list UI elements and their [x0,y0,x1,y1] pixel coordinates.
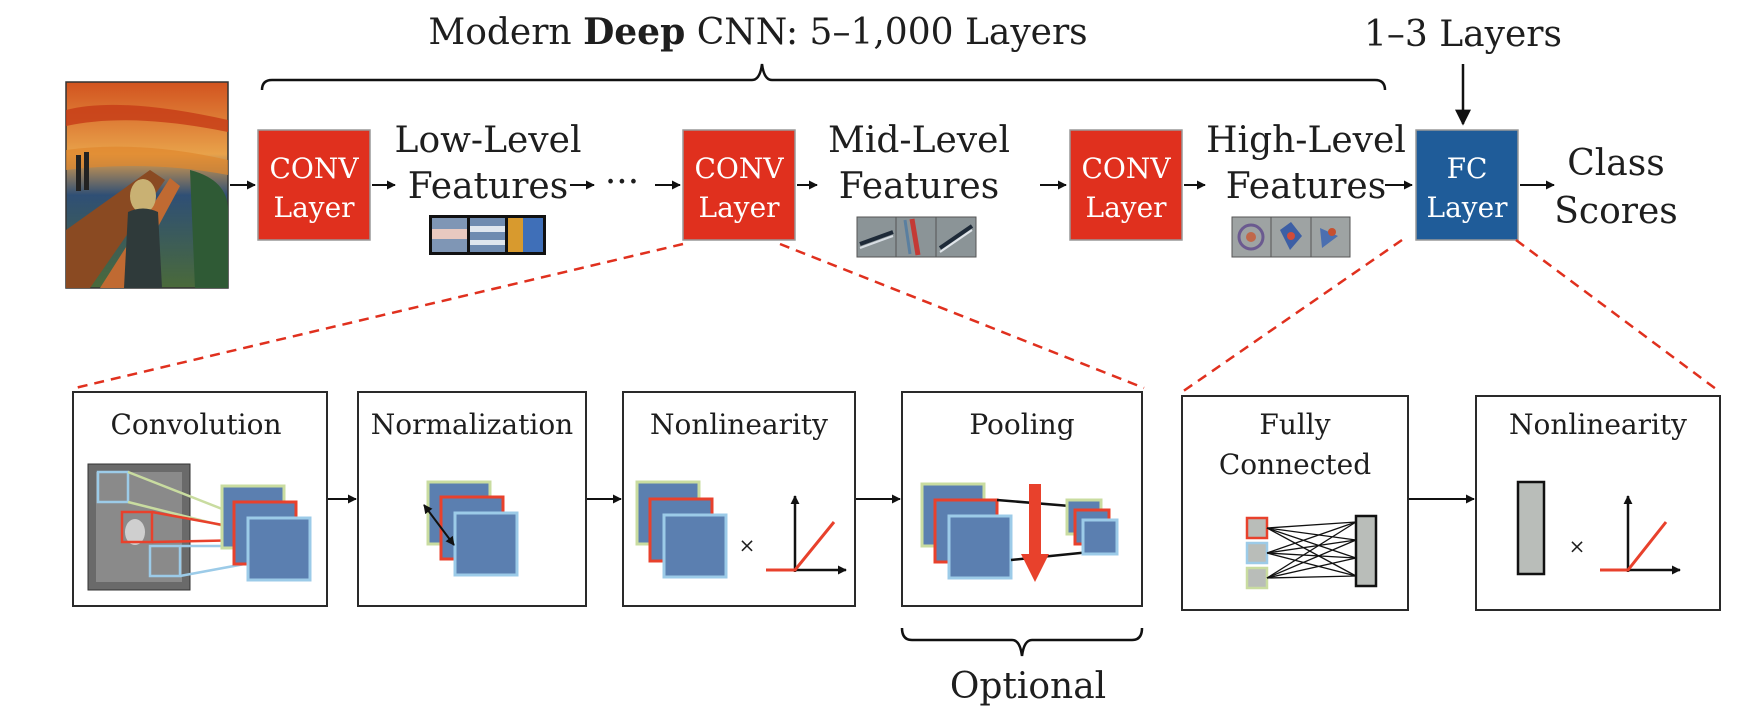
stage-fully-connected: Fully Connected [1181,395,1409,611]
class-scores-line2: Scores [1554,191,1678,232]
title-brace [260,63,1387,91]
stage-normalization: Normalization [357,391,587,607]
stage-pooling-title: Pooling [969,408,1074,441]
title: Modern Deep CNN: 5–1,000 Layers [428,11,1087,53]
conv-layer-3: CONV Layer [1069,129,1183,241]
fc-layer: FC Layer [1415,129,1519,241]
optional-brace [900,627,1144,657]
stage-convolution: Convolution [72,391,328,607]
pooling-down-arrow-head [1021,554,1049,582]
stage-convolution-title: Convolution [110,408,281,441]
high-level-feature-thumbnails [1231,216,1351,258]
optional-label: Optional [950,666,1106,707]
stage-nonlinearity-conv-title: Nonlinearity [650,408,828,441]
stage-nonlinearity-conv: Nonlinearity × [622,391,856,607]
multiply-symbol-conv: × [739,533,756,557]
high-level-features-line1: High-Level [1206,120,1406,161]
zoom-line-conv-left [74,242,684,390]
stage-pooling: Pooling [901,391,1143,607]
svg-text:Layer: Layer [698,191,780,224]
pooling-down-arrow-shaft [1029,484,1041,556]
svg-text:CONV: CONV [269,152,359,185]
high-level-features-line2: Features [1226,166,1386,207]
stage-normalization-title: Normalization [371,408,573,441]
mid-level-feature-thumbnails [856,216,977,258]
svg-text:Layer: Layer [1085,191,1167,224]
stage-nonlinearity-fc: Nonlinearity × [1475,395,1721,611]
mid-level-features-line1: Mid-Level [828,120,1010,161]
svg-text:Layer: Layer [1426,191,1508,224]
low-level-feature-thumbnails [429,215,546,255]
stage-nonlinearity-fc-title: Nonlinearity [1509,408,1687,441]
zoom-line-conv-right [779,242,1145,390]
svg-text:FC: FC [1447,152,1488,185]
mid-level-features-line2: Features [839,166,999,207]
class-scores-line1: Class [1567,143,1664,184]
low-level-features-line1: Low-Level [395,120,582,161]
low-level-features-line2: Features [408,166,568,207]
input-image [65,81,229,289]
zoom-line-fc-left [1181,238,1403,394]
ellipsis: ··· [605,162,639,203]
conv-layer-1: CONV Layer [257,129,371,241]
svg-text:Layer: Layer [273,191,355,224]
stage-fully-connected-line1: Fully [1259,408,1330,441]
svg-text:CONV: CONV [1081,152,1171,185]
svg-text:CONV: CONV [694,152,784,185]
fc-note: 1–3 Layers [1364,14,1562,55]
zoom-line-fc-right [1515,238,1721,394]
conv-layer-2: CONV Layer [682,129,796,241]
multiply-symbol-fc: × [1569,534,1586,558]
stage-fully-connected-line2: Connected [1219,448,1371,481]
